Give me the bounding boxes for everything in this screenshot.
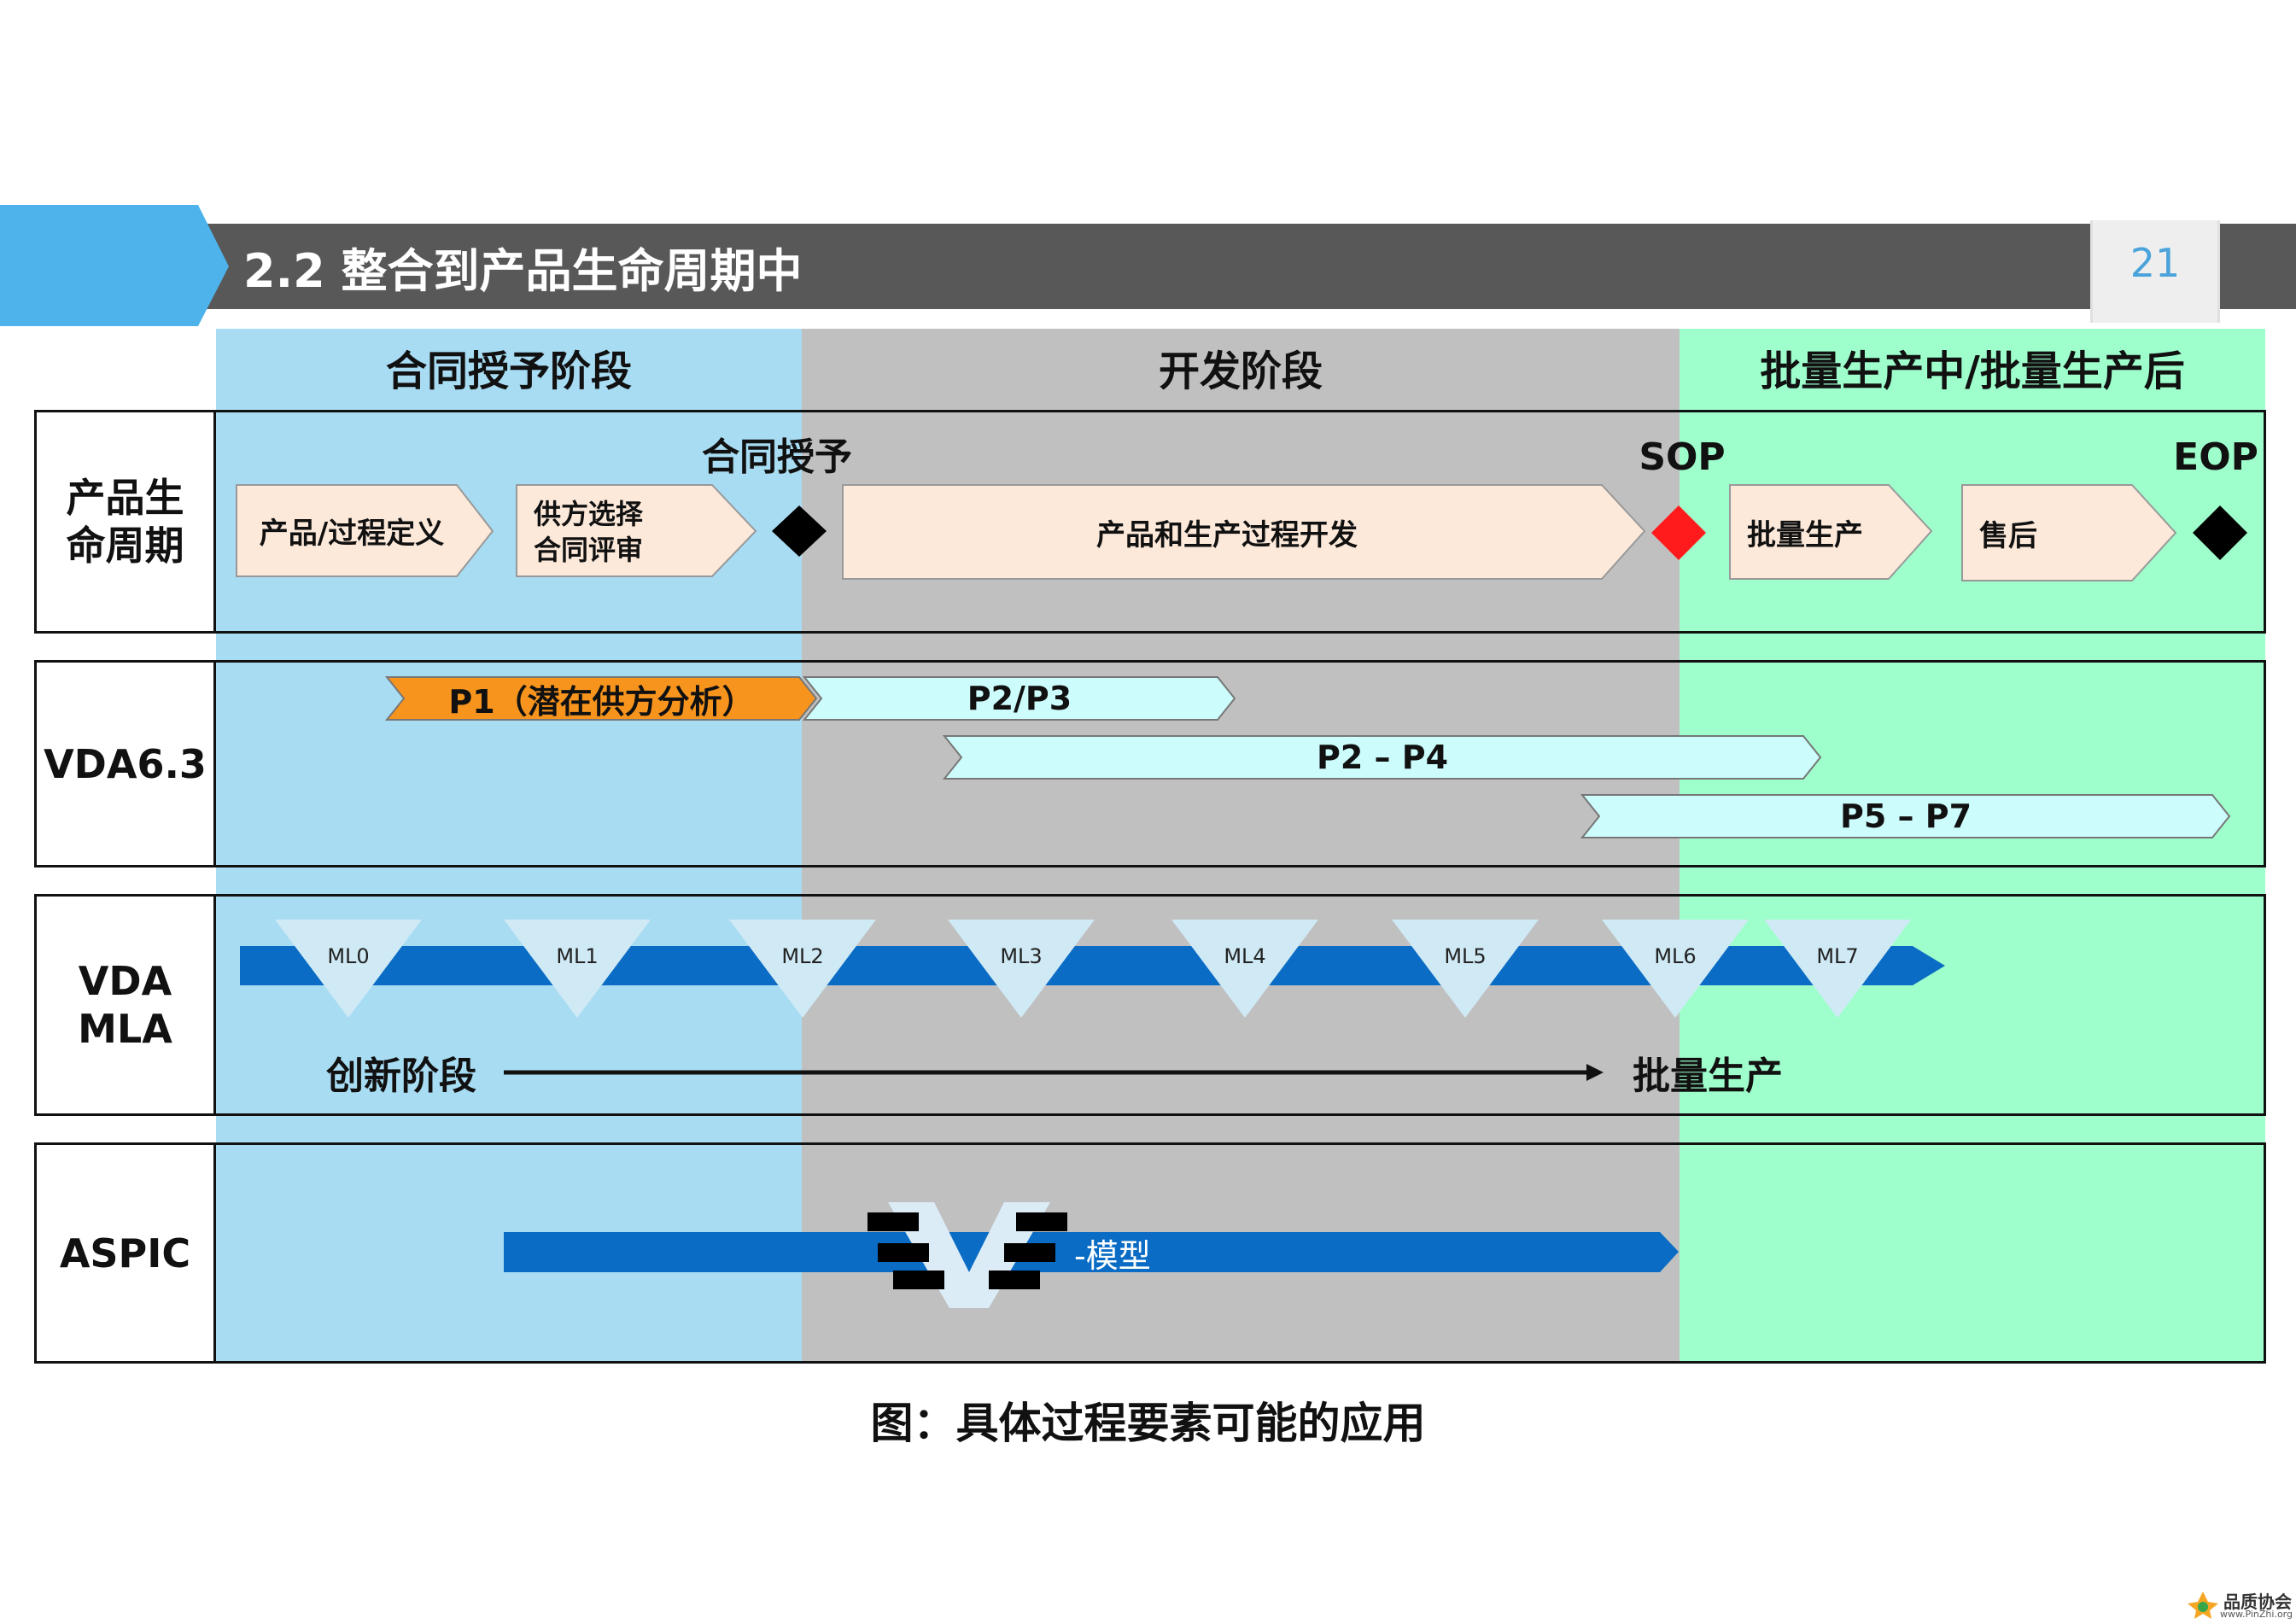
v-model-block xyxy=(1016,1212,1067,1231)
vda63-bar-p24-label: P2 – P4 xyxy=(1316,739,1449,776)
accent-chevron xyxy=(0,205,229,326)
mla-level-triangle xyxy=(1171,920,1318,1018)
v-model-shape xyxy=(888,1202,1050,1308)
row-vda63-labelbox xyxy=(34,660,216,867)
vda63-bar-p24 xyxy=(942,735,1822,780)
step-serial-arrow xyxy=(1729,484,1933,580)
phase-contract-label: 合同授予阶段 xyxy=(385,348,632,395)
row-lifecycle-label-line1: 产品生 xyxy=(66,475,184,521)
page-number: 21 xyxy=(2129,240,2181,286)
phase-development-label: 开发阶段 xyxy=(1158,348,1323,395)
v-model-block xyxy=(878,1243,929,1262)
mla-progress-arrowhead xyxy=(1586,1064,1604,1081)
vda63-bar-p1-label: P1（潜在供方分析） xyxy=(448,682,755,721)
v-model-block xyxy=(1004,1243,1055,1262)
milestone-eop-label: EOP xyxy=(2173,435,2258,479)
v-model-block xyxy=(989,1271,1040,1289)
step-supplier-line2: 合同评审 xyxy=(534,534,644,566)
step-development-label: 产品和生产过程开发 xyxy=(1096,517,1358,552)
row-vda63-label: VDA6.3 xyxy=(44,740,207,787)
step-supplier-arrow xyxy=(516,484,757,577)
aspic-band xyxy=(504,1232,1679,1272)
row-mla-label-line1: VDA xyxy=(78,958,172,1004)
title-bar xyxy=(0,224,2296,309)
mla-level-triangle xyxy=(1392,920,1539,1018)
v-model-logo xyxy=(868,1202,1067,1308)
row-aspic-label: ASPIC xyxy=(59,1230,191,1276)
mla-level-triangle xyxy=(729,920,876,1018)
mla-level-label: ML6 xyxy=(1654,944,1697,968)
mla-level-triangle xyxy=(504,920,651,1018)
phase-production-label: 批量生产中/批量生产后 xyxy=(1760,348,2185,395)
watermark-logo-icon xyxy=(2188,1592,2218,1619)
vda63-bar-p1 xyxy=(384,676,818,721)
milestone-eop-diamond xyxy=(2193,505,2247,560)
row-aspic-labelbox xyxy=(34,1142,216,1364)
mla-level-label: ML4 xyxy=(1224,944,1266,968)
mla-band xyxy=(240,946,1945,985)
mla-level-label: ML3 xyxy=(1000,944,1043,968)
step-definition-label: 产品/过程定义 xyxy=(259,517,445,551)
watermark-name: 品质协会 xyxy=(2223,1592,2292,1612)
mla-level-triangle xyxy=(948,920,1095,1018)
row-mla-labelbox xyxy=(34,894,216,1116)
mla-level-triangle xyxy=(1602,920,1749,1018)
row-mla-label: VDA MLA xyxy=(34,894,216,1116)
row-lifecycle-label: 产品生 命周期 xyxy=(34,410,216,634)
mla-level-label: ML0 xyxy=(327,944,370,968)
aspic-model-label: -模型 xyxy=(1074,1236,1151,1275)
row-lifecycle-labelbox xyxy=(34,410,216,634)
step-after-sales-arrow xyxy=(1961,484,2177,581)
step-supplier-line1: 供方选择 xyxy=(534,498,644,530)
vda63-bar-p57-label: P5 – P7 xyxy=(1839,797,1972,835)
step-after-sales-label: 售后 xyxy=(1979,518,2037,553)
v-model-block xyxy=(893,1271,944,1289)
row-lifecycle-label-line2: 命周期 xyxy=(66,523,184,569)
watermark-url: www.PinZhi.org xyxy=(2220,1609,2293,1620)
mla-level-label: ML2 xyxy=(781,944,824,968)
vda63-bar-p23-label: P2/P3 xyxy=(967,680,1072,717)
milestone-award-diamond xyxy=(772,505,827,557)
step-supplier-label: 供方选择 合同评审 xyxy=(534,494,722,570)
figure-caption: 图：具体过程要素可能的应用 xyxy=(870,1399,1426,1448)
row-mla-label-line2: MLA xyxy=(78,1006,172,1052)
milestone-award-label: 合同授予 xyxy=(702,435,852,479)
mla-level-label: ML1 xyxy=(556,944,599,968)
v-model-block xyxy=(868,1212,919,1231)
page-number-tab xyxy=(2090,220,2220,323)
milestone-sop-diamond xyxy=(1651,505,1706,560)
mla-level-label: ML5 xyxy=(1444,944,1487,968)
step-serial-label: 批量生产 xyxy=(1747,517,1863,552)
mla-level-triangle xyxy=(275,920,422,1018)
mla-level-label: ML7 xyxy=(1816,944,1859,968)
page-title: 2.2 整合到产品生命周期中 xyxy=(243,243,803,298)
step-definition-arrow xyxy=(236,484,494,577)
milestone-sop-label: SOP xyxy=(1639,435,1726,479)
mla-from-label: 创新阶段 xyxy=(326,1054,476,1098)
step-development-arrow xyxy=(842,484,1646,580)
mla-level-triangle xyxy=(1764,920,1911,1018)
mla-to-label: 批量生产 xyxy=(1633,1054,1783,1098)
vda63-bar-p23 xyxy=(802,676,1236,721)
vda63-bar-p57 xyxy=(1580,794,2231,838)
